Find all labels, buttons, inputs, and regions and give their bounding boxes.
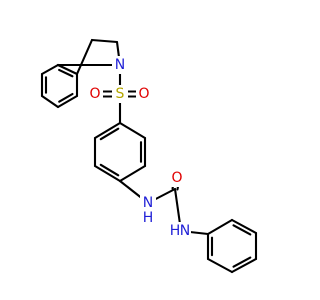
atom-bg-nh-aryl [140,195,156,223]
atom-h-phenyl: H [170,223,181,239]
bond-9 [75,38,94,76]
molecule-structure: N S O O N H O H N [40,38,258,274]
atom-nh-aryl: N [143,195,153,211]
bond-40 [232,224,252,236]
atom-label-layer: N S O O N H O H N [87,56,191,240]
atom-bg-o-sulfonyl-left [87,85,103,103]
bond-19 [118,121,147,140]
bond-7 [58,92,74,103]
bond-41 [232,256,252,268]
bond-22 [93,164,122,183]
atom-s-sulfonyl: S [116,86,125,102]
atom-nh-phenyl: N [180,223,190,239]
atom-bg-o-carbonyl [169,169,185,187]
bond-10 [90,38,119,44]
atom-o-sulfonyl-right: O [138,86,149,102]
bond-37 [230,257,258,274]
bond-21 [118,164,147,183]
bond-5 [56,63,79,76]
bond-26 [99,163,120,177]
atom-bg-n-indoline [112,56,128,74]
atom-o-sulfonyl-left: O [89,86,100,102]
bond-8 [58,68,74,78]
bond-34 [206,218,234,236]
bond-38 [206,257,234,274]
bond-layer [40,38,258,274]
bond-24 [93,121,122,140]
atom-bg-o-sulfonyl-right [136,85,152,103]
bond-2 [40,94,60,109]
bond-27 [99,127,120,141]
bond-35 [230,218,258,235]
atom-n-indoline: N [115,57,125,73]
atom-h-aryl: H [143,210,154,226]
atom-bg-s-sulfonyl [112,85,128,103]
atom-o-carbonyl: O [171,170,182,186]
bond-3 [56,94,79,109]
bond-0 [40,63,60,76]
atom-bg-nh-phenyl [169,222,191,240]
